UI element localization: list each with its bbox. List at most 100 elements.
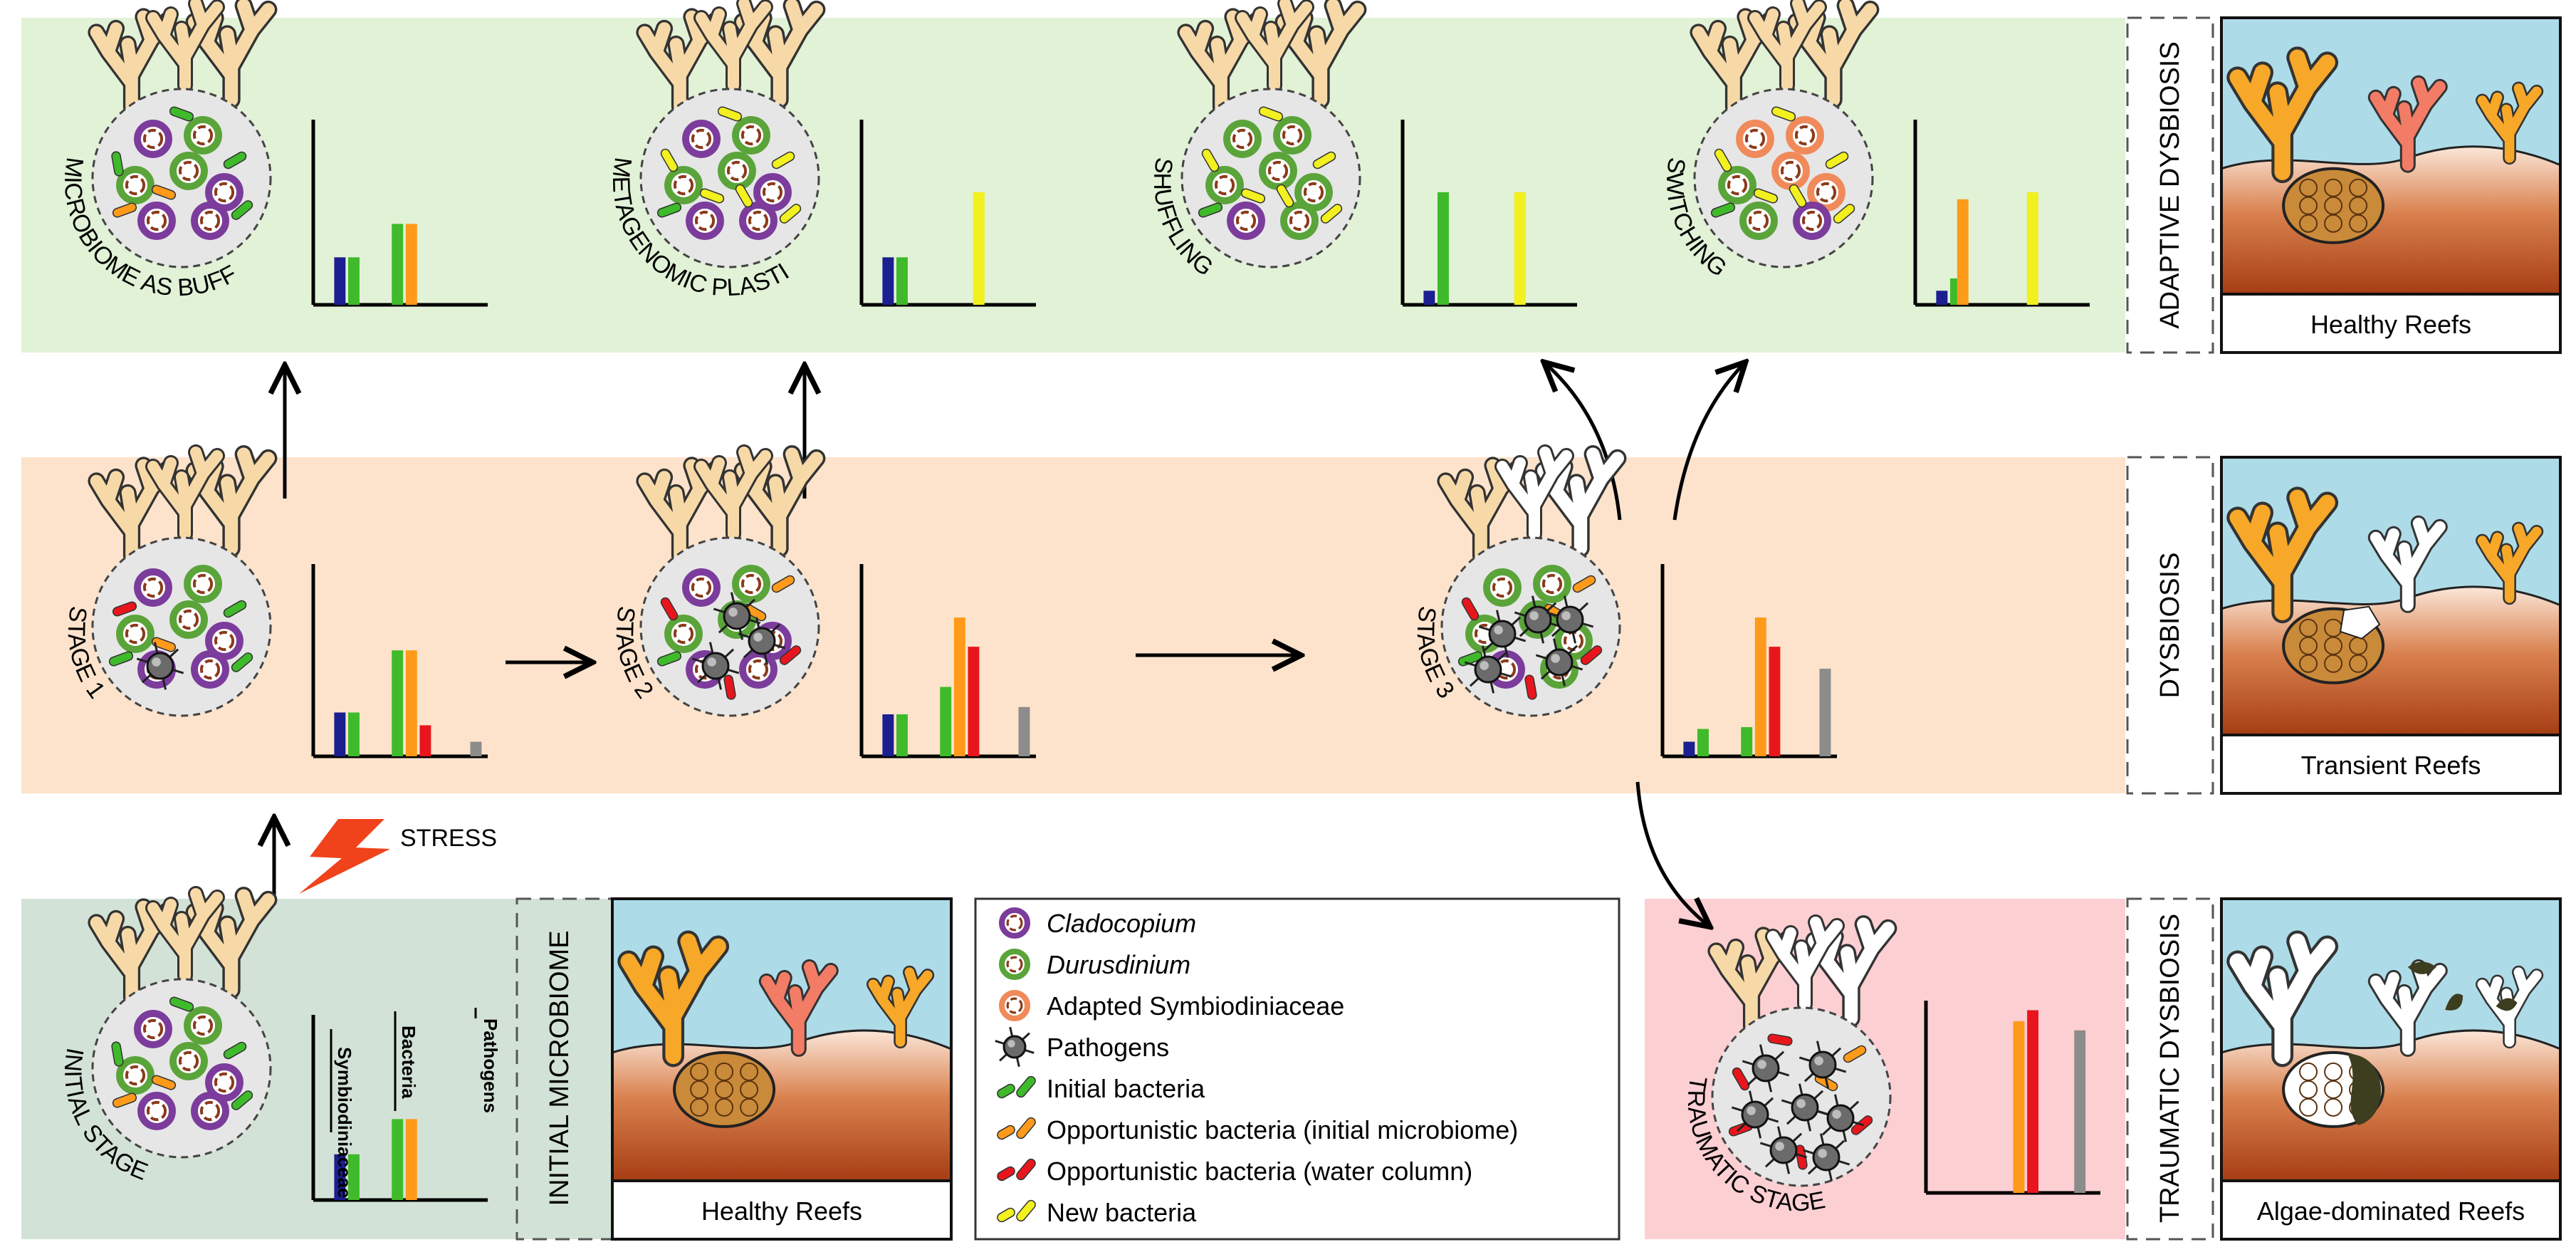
bar-cladocopium — [334, 712, 346, 756]
bar-durusdinium — [348, 257, 360, 305]
traumatic-stage-panel: TRAUMATIC STAGE — [1682, 914, 2100, 1216]
bar-opportunistic-initial — [405, 650, 417, 756]
reef-coral-icon — [2226, 486, 2339, 624]
stage-1-panel-chart — [311, 564, 488, 758]
bar-opportunistic-initial — [405, 1119, 417, 1200]
reef-coral-icon — [2226, 930, 2339, 1068]
bar-durusdinium — [1697, 729, 1709, 756]
arrow-stage3-to-traumatic — [1635, 781, 1709, 926]
bar-initial-bacteria — [392, 1119, 404, 1200]
reef-coral-icon — [2226, 46, 2339, 184]
reef-caption: Healthy Reefs — [701, 1196, 862, 1226]
legend-label: Adapted Symbiodiniaceae — [1047, 991, 1344, 1021]
switching-panel-chart — [1913, 120, 2090, 307]
flow-arrows — [274, 363, 1744, 926]
coral-branch-icon — [693, 444, 773, 542]
reef-coral-icon — [758, 959, 839, 1057]
bar-initial-bacteria — [392, 224, 404, 305]
bar-durusdinium — [348, 1154, 360, 1200]
reef-coral-icon — [2367, 959, 2448, 1057]
side-label-traumatic: TRAUMATIC DYSBIOSIS — [2126, 897, 2214, 1241]
cladocopium-icon — [998, 907, 1031, 939]
boulder-coral-icon — [2282, 167, 2385, 244]
adaptive-dysbiosis-label: ADAPTIVE DYSBIOSIS — [2155, 41, 2185, 328]
bar-new-bacteria — [2026, 192, 2038, 305]
stress-label: STRESS — [400, 825, 497, 852]
opportunistic-water-bacteria-icon — [997, 1158, 1036, 1182]
coral-branch-icon — [693, 0, 773, 93]
stage-3-panel-chart — [1660, 564, 1837, 758]
initial-stage-chart — [311, 1015, 488, 1202]
reef-caption: Transient Reefs — [2301, 751, 2481, 780]
bar-cladocopium — [882, 714, 894, 756]
metagenomic-plasticity-panel-chart — [859, 120, 1036, 307]
side-label-adaptive: ADAPTIVE DYSBIOSIS — [2126, 16, 2214, 354]
bar-cladocopium — [334, 1154, 346, 1200]
traumatic-stage-chart — [1924, 1001, 2100, 1195]
shuffling-panel-chart — [1400, 120, 1577, 307]
coral-branch-icon — [88, 8, 176, 116]
legend-label: Initial bacteria — [1047, 1074, 1205, 1103]
stage-2-panel-chart — [859, 564, 1036, 758]
dysbiosis-label: DYSBIOSIS — [2155, 553, 2185, 699]
initial-bacteria-icon — [997, 1075, 1036, 1099]
bar-initial-bacteria — [940, 687, 952, 756]
legend-item: Cladocopium — [998, 907, 1196, 939]
legend-label: Opportunistic bacteria (water column) — [1047, 1157, 1472, 1186]
legend-item: Pathogens — [995, 1026, 1169, 1068]
bar-durusdinium — [348, 712, 360, 756]
legend-item: Opportunistic bacteria (water column) — [997, 1157, 1472, 1186]
new-bacteria-icon — [997, 1199, 1036, 1223]
bar-opportunistic-water — [419, 725, 431, 756]
coral-branch-icon — [1747, 0, 1827, 93]
bar-pathogens — [470, 741, 482, 756]
stage-3-panel: STAGE 3 — [1412, 444, 1837, 758]
stress-lightning-icon — [299, 819, 390, 894]
bar-opportunistic-water — [1769, 647, 1781, 756]
healthy-reef-scene-initial: Healthy Reefs — [611, 897, 953, 1241]
reef-coral-icon — [2476, 965, 2544, 1049]
legend-item: Initial bacteria — [997, 1074, 1205, 1103]
coral-branch-icon — [1494, 444, 1574, 542]
legend-item: Durusdinium — [998, 948, 1190, 981]
legend-label: New bacteria — [1047, 1198, 1197, 1227]
reef-coral-icon — [2476, 521, 2544, 605]
bar-new-bacteria — [1514, 192, 1526, 305]
transient-reef-scene: Transient Reefs — [2220, 456, 2562, 795]
bar-pathogens — [2074, 1030, 2086, 1193]
coral-branch-icon — [1765, 914, 1845, 1012]
chart-axis-label: Symbiodiniaceae — [334, 1047, 355, 1198]
bar-initial-bacteria — [1741, 726, 1753, 756]
initial-microbiome-label: INITIAL MICROBIOME — [545, 930, 575, 1206]
reef-coral-icon — [2367, 75, 2448, 173]
side-label-dysbiosis: DYSBIOSIS — [2126, 456, 2214, 795]
bar-durusdinium — [896, 257, 908, 305]
bar-cladocopium — [1936, 291, 1948, 305]
reef-coral-icon — [2367, 515, 2448, 613]
reef-coral-icon — [866, 965, 935, 1049]
legend-item: Opportunistic bacteria (initial microbio… — [997, 1115, 1518, 1144]
bar-pathogens — [1819, 668, 1831, 756]
durusdinium-icon — [998, 948, 1031, 981]
adapted-symbiodiniaceae-icon — [998, 989, 1031, 1022]
reef-caption: Healthy Reefs — [2310, 310, 2471, 339]
coral-branch-icon — [145, 886, 225, 984]
bar-opportunistic-water — [2027, 1010, 2039, 1193]
coral-branch-icon — [636, 457, 724, 565]
bar-opportunistic-initial — [953, 617, 965, 756]
bar-adapted — [1957, 199, 1969, 305]
coral-branch-icon — [145, 0, 225, 93]
bar-cladocopium — [334, 257, 346, 305]
coral-branch-icon — [1235, 0, 1314, 93]
reef-coral-icon — [2476, 81, 2544, 165]
legend-label: Opportunistic bacteria (initial microbio… — [1047, 1115, 1518, 1144]
coral-branch-icon — [145, 444, 225, 542]
chart-axis-label: Bacteria — [398, 1026, 419, 1099]
reef-caption: Algae-dominated Reefs — [2257, 1196, 2525, 1226]
pathogen-icon — [995, 1026, 1035, 1068]
arrow-stage3-to-shuffling — [1545, 363, 1622, 521]
bar-initial-bacteria — [392, 650, 404, 756]
